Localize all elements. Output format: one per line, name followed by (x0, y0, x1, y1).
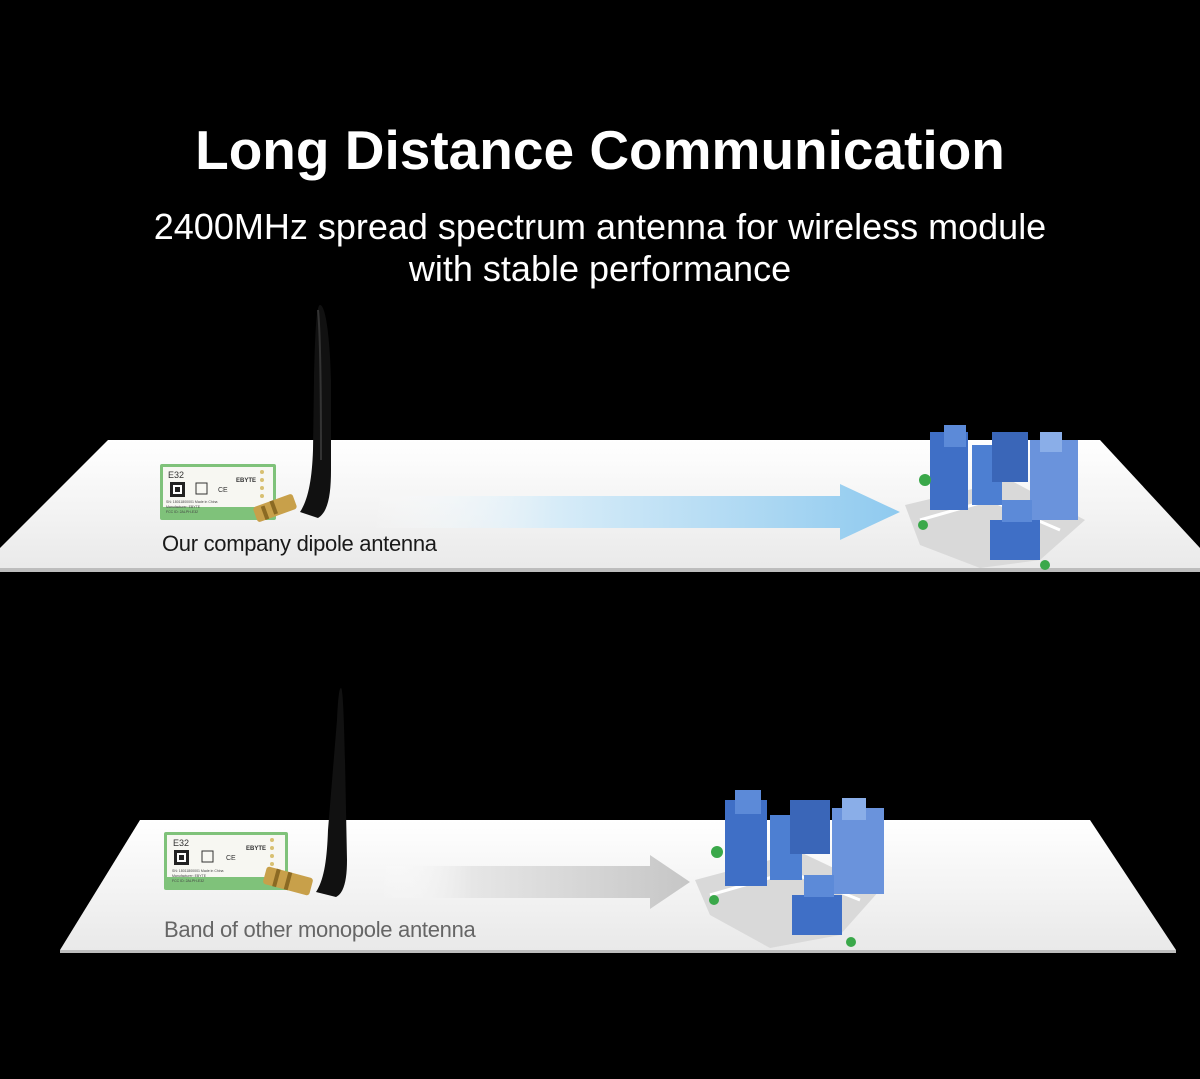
signal-arrow-1 (370, 484, 900, 540)
subtitle-line-2: with stable performance (408, 248, 792, 289)
page-subtitle: 2400MHz spread spectrum antenna for wire… (0, 206, 1200, 290)
city-1 (905, 425, 1085, 570)
page-title: Long Distance Communication (195, 119, 1005, 181)
module-2-model: E32 (173, 838, 189, 848)
checkmark-icon (201, 850, 214, 863)
ce-mark-icon: CE (218, 487, 228, 494)
module-1-sn: SN: 18011800001 Made in China (166, 500, 218, 504)
module-1: E32 EBYTE CE SN: 18011800001 Made in Chi… (160, 464, 276, 520)
platform-1-edge (0, 568, 1200, 572)
module-2: E32 EBYTE CE SN: 18011800001 Made in Chi… (164, 832, 288, 890)
ce-mark-icon: CE (226, 855, 236, 862)
module-1-manufacturer: Manufacturer: EBYTE (166, 505, 201, 509)
monopole-antenna (316, 688, 347, 897)
monopole-antenna-label: Band of other monopole antenna (164, 917, 476, 942)
subtitle-line-1: 2400MHz spread spectrum antenna for wire… (153, 206, 1047, 247)
signal-arrow-2 (380, 855, 690, 909)
checkmark-icon (195, 482, 208, 495)
module-1-fcc: FCC ID: 2ALPH-E32 (166, 510, 198, 514)
panel-dipole: E32 EBYTE CE SN: 18011800001 Made in Chi… (0, 305, 1200, 572)
city-2 (695, 790, 884, 948)
module-2-fcc: FCC ID: 2ALPH-E32 (172, 879, 204, 883)
module-1-model: E32 (168, 470, 184, 480)
module-1-brand: EBYTE (236, 478, 256, 484)
module-2-manufacturer: Manufacturer: EBYTE (172, 874, 207, 878)
dipole-antenna-label: Our company dipole antenna (162, 531, 437, 556)
sma-connector-1 (253, 494, 297, 522)
sma-connector-2 (263, 866, 313, 896)
module-2-sn: SN: 18011800001 Made in China (172, 869, 224, 873)
module-2-brand: EBYTE (246, 846, 266, 852)
panel-monopole: E32 EBYTE CE SN: 18011800001 Made in Chi… (60, 688, 1176, 953)
platform-2-edge (60, 950, 1176, 953)
dipole-antenna (300, 305, 331, 518)
